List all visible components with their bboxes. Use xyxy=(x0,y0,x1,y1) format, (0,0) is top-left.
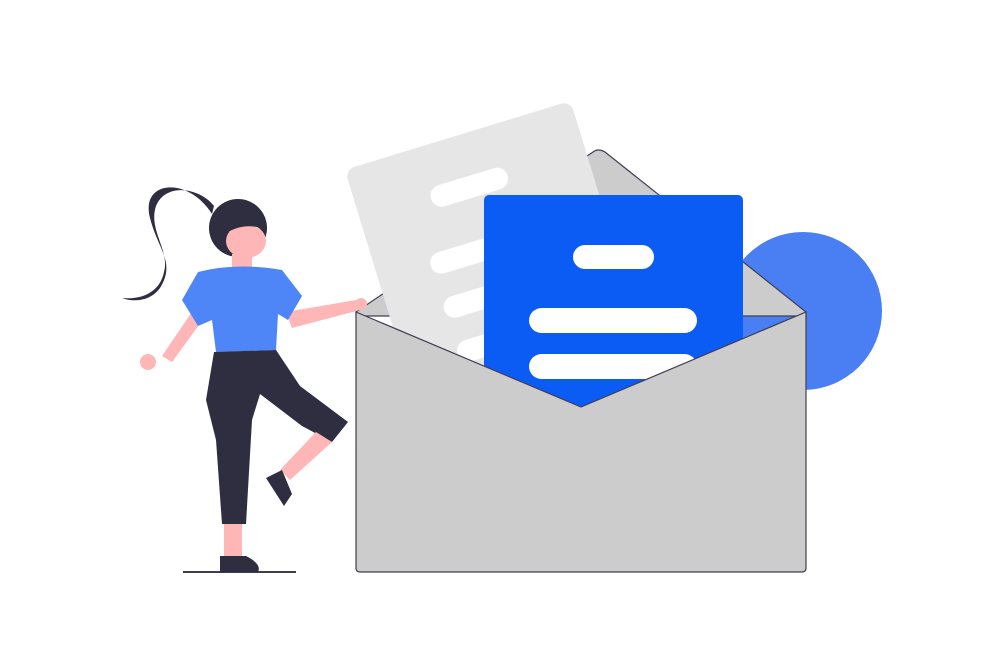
person-face xyxy=(226,224,266,258)
envelope-icon xyxy=(355,311,807,573)
person-ponytail xyxy=(122,187,214,301)
letter-icon xyxy=(484,195,743,415)
person-pants xyxy=(206,350,348,524)
letter-line-2 xyxy=(529,308,697,333)
person-shirt xyxy=(182,266,302,352)
letter-line-1 xyxy=(573,245,654,269)
person-icon xyxy=(122,187,367,573)
letter-line-3 xyxy=(529,354,697,379)
document-line-1 xyxy=(430,167,509,207)
